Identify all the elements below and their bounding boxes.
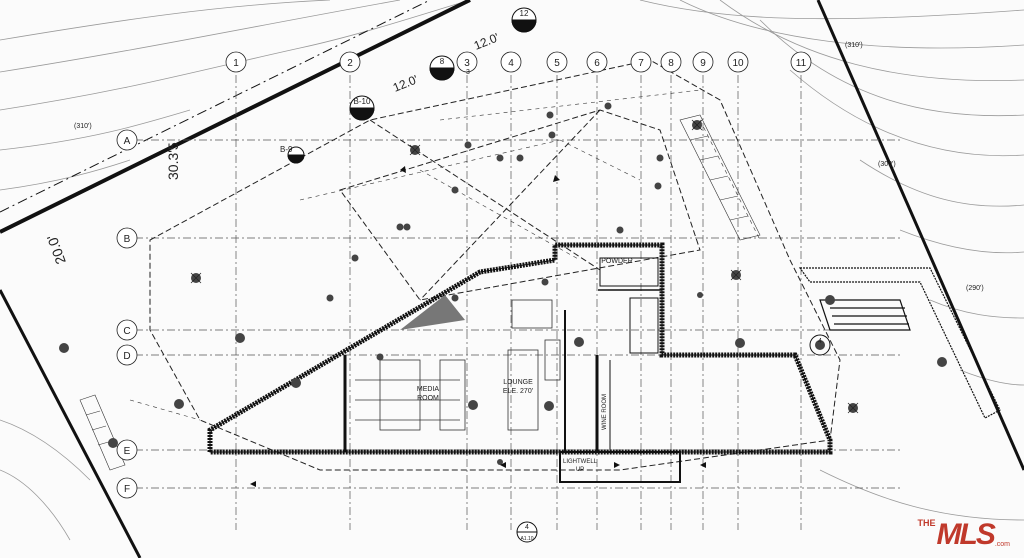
grid-col-10: 10: [732, 58, 744, 69]
contour-290: (290'): [966, 285, 984, 292]
grid-row-d: D: [123, 351, 130, 362]
row-grid-lines: [135, 139, 900, 489]
room-lounge-label-1: LOUNGE: [503, 379, 533, 386]
contour-310-right: (310'): [845, 42, 863, 49]
mls-watermark: THE MLS .com: [918, 519, 1011, 550]
watermark-suffix: .com: [994, 541, 1010, 548]
grid-col-11: 11: [796, 58, 807, 69]
tag-3: 3: [466, 69, 470, 76]
column-grid-bubbles: 1 2 3 4 5 6 7 8 9 10 11: [225, 51, 812, 73]
lightwell-label-2: UP: [576, 467, 584, 473]
tag-4-top: 4: [818, 338, 822, 345]
tag-b9: B-9: [280, 145, 293, 154]
setback-side: 20.0': [44, 233, 69, 267]
tag-12: 12: [520, 9, 529, 18]
upper-floor-outline: [149, 59, 841, 471]
grid-col-5: 5: [554, 58, 560, 69]
dimension-12-a: 12.0': [391, 72, 420, 95]
room-media-label-2: ROOM: [417, 395, 439, 402]
contour-300: (300'): [878, 161, 896, 168]
grid-col-6: 6: [594, 58, 600, 69]
site-stair-left: [79, 114, 761, 471]
light-fixtures: [59, 102, 947, 465]
row-grid-bubbles: A B C D E F: [116, 129, 138, 499]
grid-row-e: E: [124, 446, 131, 457]
grid-row-c: C: [123, 326, 130, 337]
sheet-ref: A1.10: [520, 536, 533, 542]
grid-row-a: A: [124, 136, 131, 147]
room-powder-label: POWDER: [601, 258, 633, 265]
grid-col-7: 7: [638, 58, 644, 69]
grid-col-3: 3: [464, 58, 470, 69]
grid-row-f: F: [124, 484, 130, 495]
framing-lines: [129, 89, 761, 421]
tag-b10: B-10: [354, 97, 371, 106]
room-lounge-label-2: ELE. 270': [503, 388, 533, 395]
building-walls: [207, 242, 833, 483]
stair-hatch: [400, 295, 465, 330]
column-grid-lines: [235, 75, 802, 530]
tag-8: 8: [440, 57, 445, 66]
setback-front: 30.3'5: [165, 142, 181, 180]
watermark-the: THE: [917, 518, 936, 528]
section-tags: [287, 7, 831, 543]
terrain-contours: [0, 0, 1024, 541]
grid-col-1: 1: [233, 58, 239, 69]
dimension-12-b: 12.0': [472, 30, 501, 53]
grid-row-b: B: [124, 234, 131, 245]
furniture: [355, 299, 561, 431]
outlet-marks: [190, 119, 859, 414]
lightwell-label-1: LIGHTWELL: [563, 459, 598, 465]
room-wine-label: WINE ROOM: [602, 394, 608, 430]
terrace-wall-right: [798, 267, 1001, 419]
tag-4-bottom: 4: [525, 524, 529, 531]
grid-col-9: 9: [700, 58, 706, 69]
dimension-arrows: [250, 166, 706, 487]
grid-col-8: 8: [668, 58, 674, 69]
grid-col-4: 4: [508, 58, 514, 69]
watermark-mls: MLS: [936, 518, 996, 551]
grid-col-2: 2: [347, 58, 353, 69]
contour-310-left: (310'): [74, 123, 92, 130]
room-media-label-1: MEDIA: [417, 386, 440, 393]
